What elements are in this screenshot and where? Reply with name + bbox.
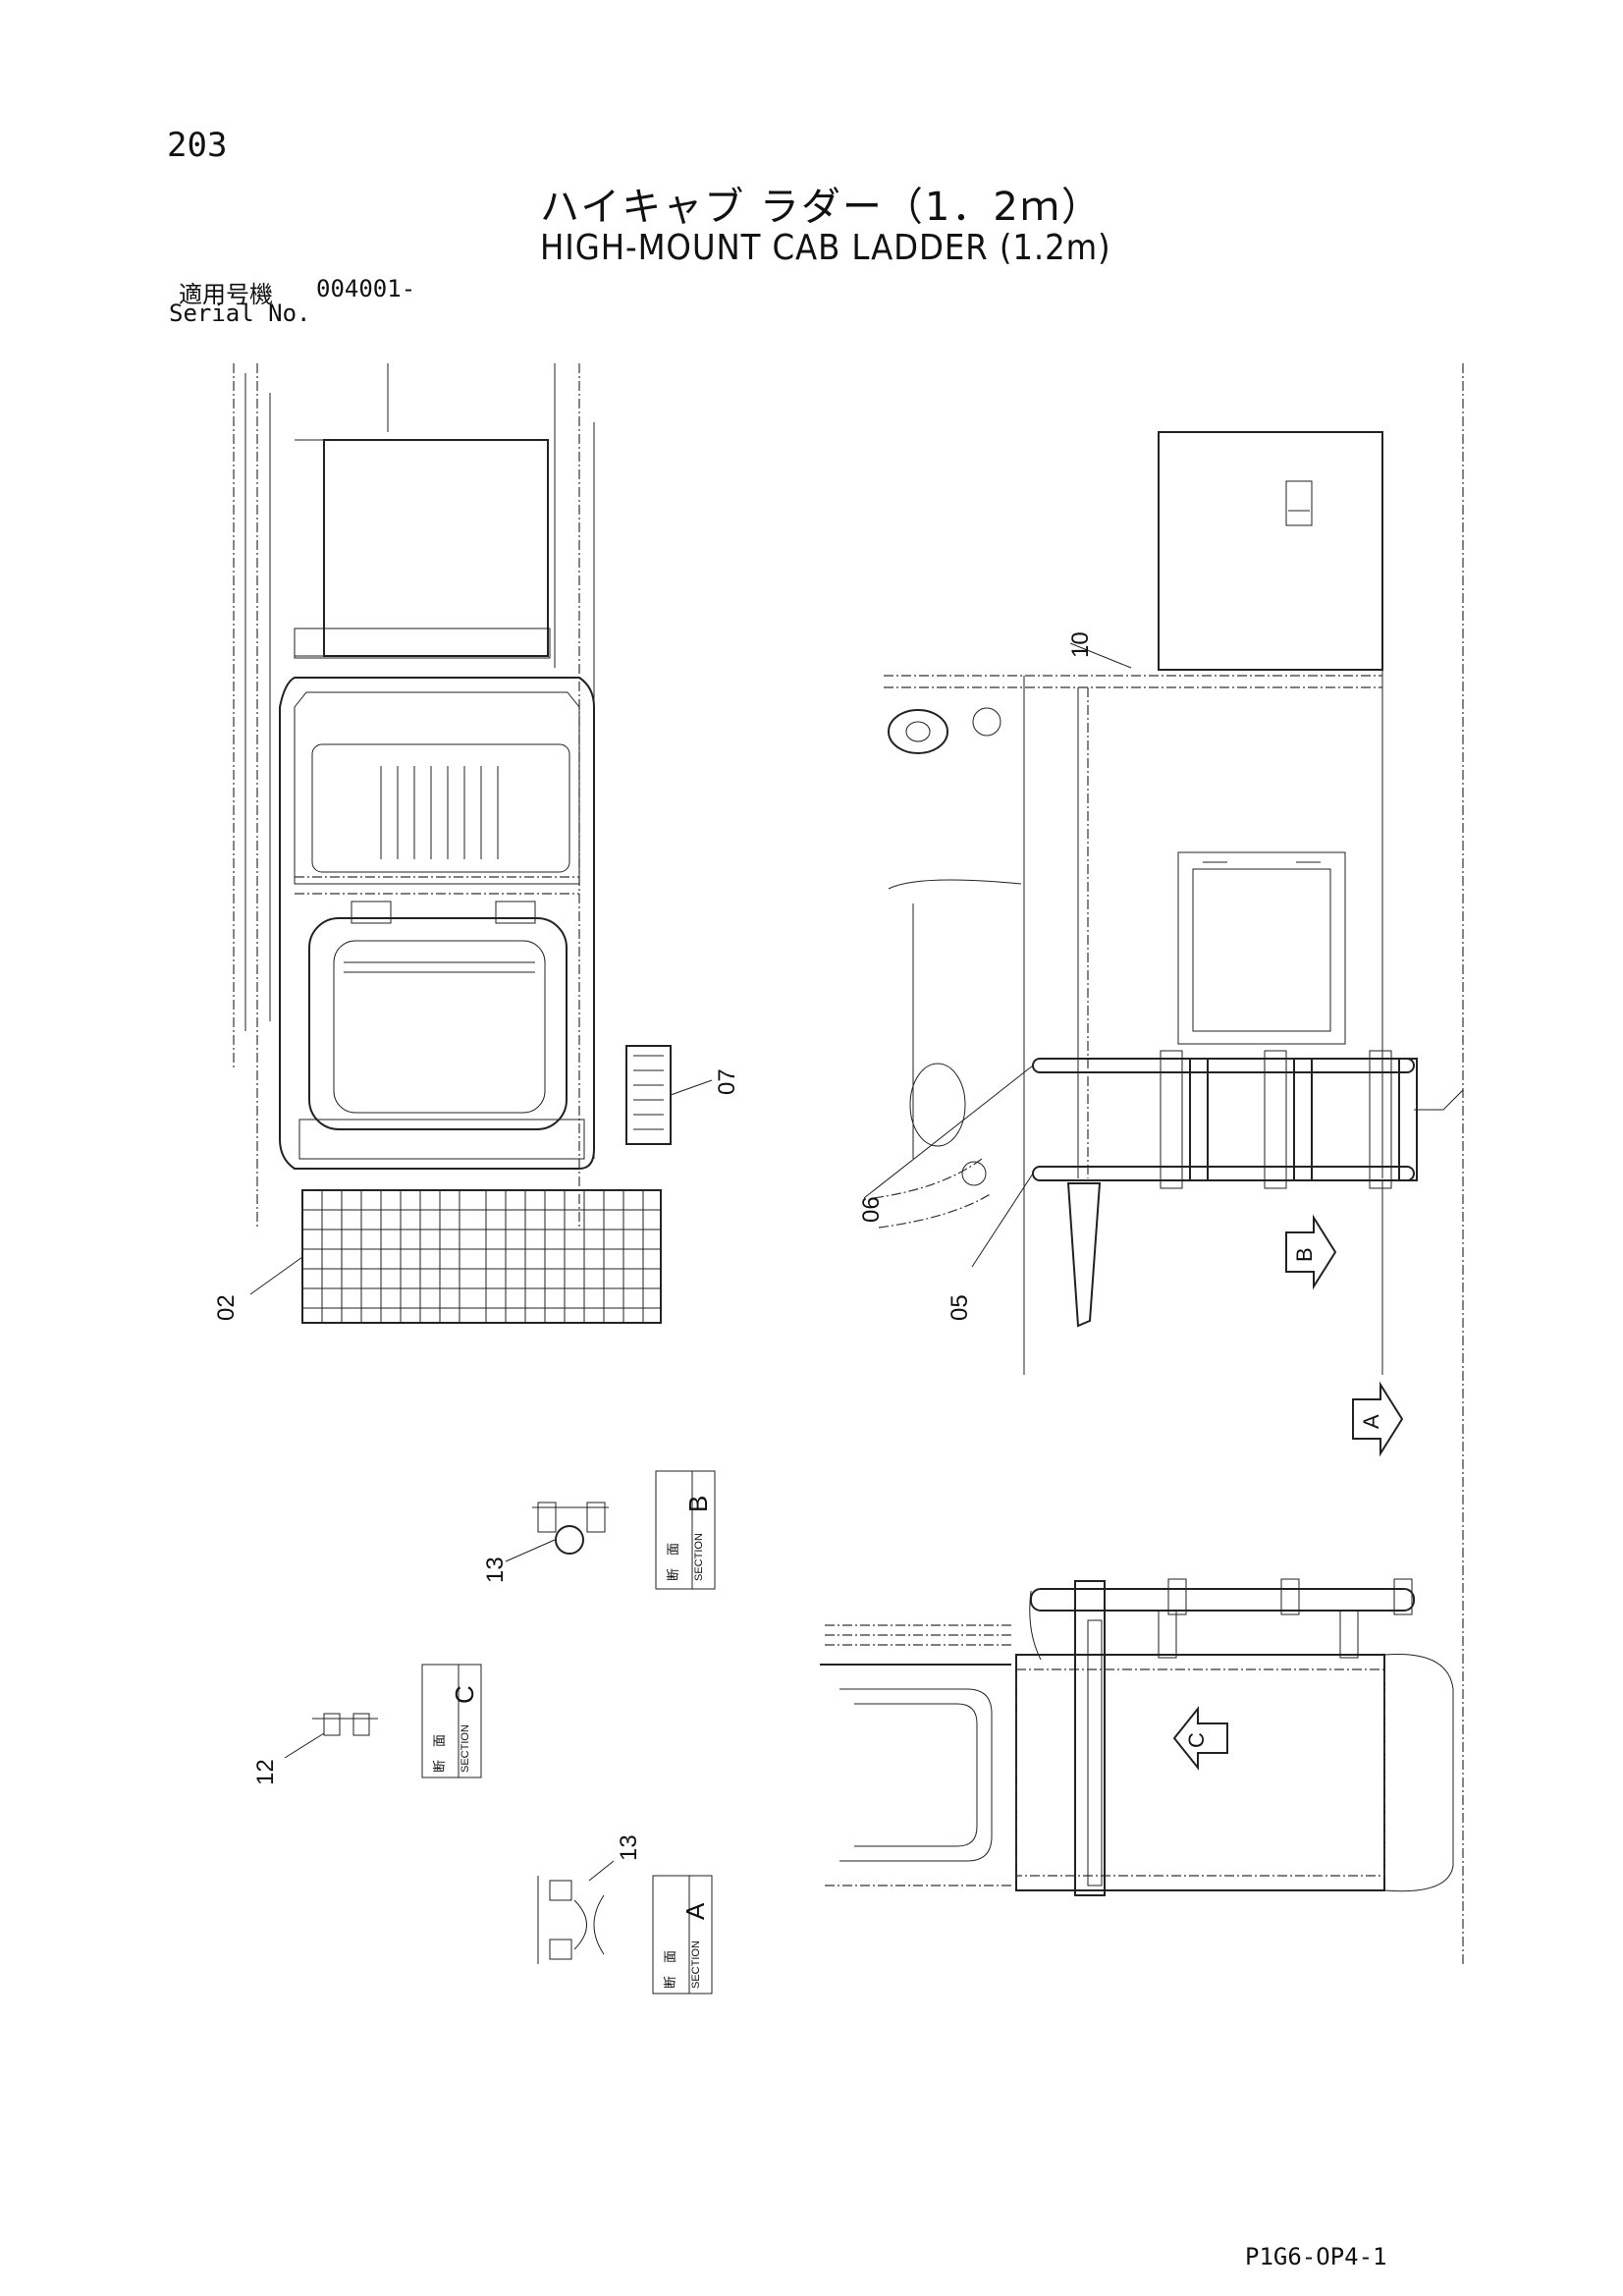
front-view-ladder (820, 1578, 1454, 1896)
part-label-13-section-b: 13 (482, 1557, 509, 1583)
svg-text:断 面: 断 面 (433, 1734, 448, 1773)
view-arrow-a: A (1352, 1381, 1404, 1457)
document-code: P1G6-OP4-1 (1245, 2243, 1387, 2270)
section-b-label: 断 面 SECTION B (667, 1496, 713, 1581)
section-c-label: 断 面 SECTION C (433, 1685, 479, 1773)
svg-text:B: B (683, 1496, 713, 1512)
section-c-detail (284, 1664, 482, 1778)
section-b-detail (505, 1470, 716, 1590)
serial-number-value: 004001- (316, 275, 416, 302)
svg-text:C: C (1184, 1732, 1209, 1748)
part-label-07: 07 (714, 1068, 740, 1095)
part-label-10: 10 (1067, 631, 1094, 658)
part-label-06: 06 (858, 1196, 885, 1223)
title-english: HIGH-MOUNT CAB LADDER (1.2m) (540, 228, 1111, 268)
page-number: 203 (167, 126, 228, 165)
svg-text:断 面: 断 面 (664, 1950, 678, 1989)
svg-text:B: B (1292, 1247, 1317, 1262)
svg-text:A: A (680, 1902, 710, 1920)
view-arrow-c: C (1172, 1706, 1228, 1771)
svg-text:断 面: 断 面 (667, 1543, 681, 1581)
part-label-02: 02 (213, 1294, 240, 1321)
svg-text:SECTION: SECTION (693, 1533, 705, 1581)
serial-label-english: Serial No. (169, 300, 311, 327)
part-label-12: 12 (252, 1759, 279, 1785)
view-arrow-b: B (1285, 1214, 1337, 1290)
title-japanese: ハイキャブ ラダー（1．2ｍ） (540, 185, 1103, 230)
serial-label-japanese: 適用号機 (179, 281, 273, 308)
svg-text:C: C (450, 1685, 479, 1704)
top-view-cab (233, 363, 713, 1324)
side-view-ladder (863, 363, 1464, 1964)
part-label-05: 05 (947, 1294, 973, 1321)
part-label-13-section-a: 13 (616, 1834, 642, 1861)
section-a-label: 断 面 SECTION A (664, 1902, 710, 1989)
svg-text:SECTION: SECTION (460, 1724, 471, 1773)
svg-text:A: A (1359, 1414, 1383, 1429)
svg-text:SECTION: SECTION (690, 1941, 702, 1989)
section-a-detail (537, 1860, 713, 1995)
